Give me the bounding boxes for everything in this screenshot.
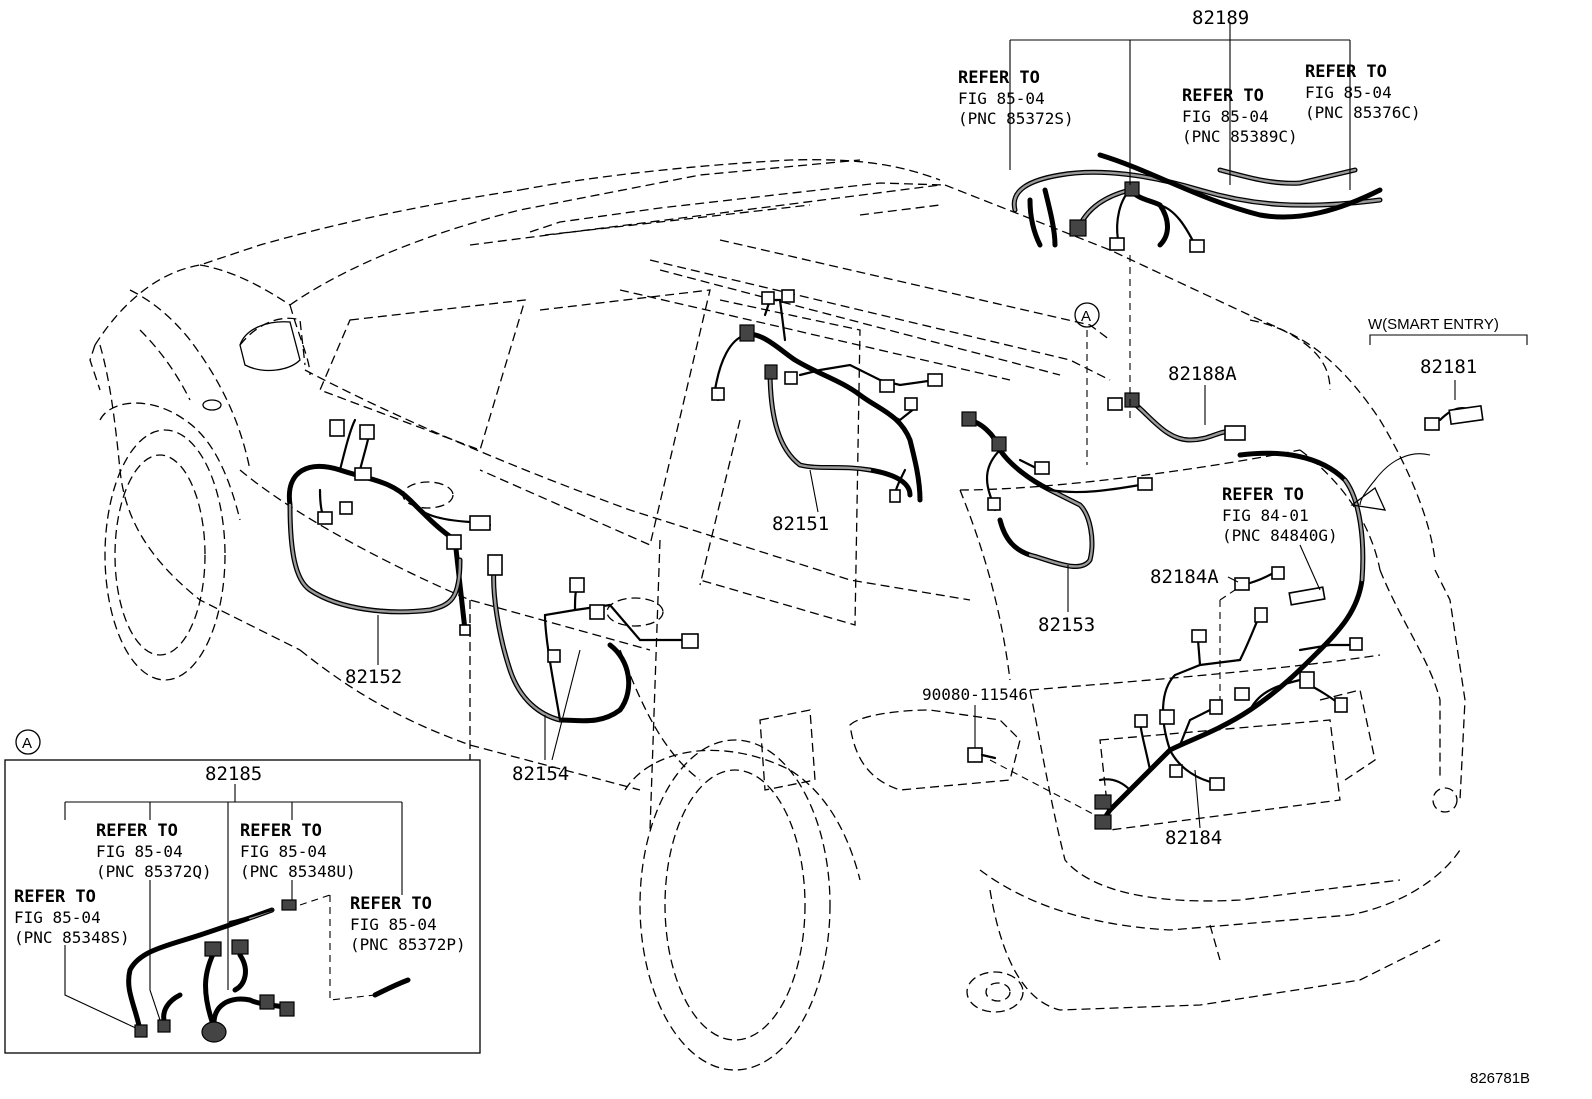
ref-pnc: (PNC 85376C) [1305, 103, 1421, 122]
callout-letter: A [1081, 308, 1091, 325]
ref-label: REFER TO [350, 894, 432, 914]
harness-82184 [1094, 450, 1366, 830]
ref-fig: FIG 84-01 [1222, 506, 1309, 525]
part-number-82184: 82184 [1165, 827, 1222, 849]
part-number-82185: 82185 [205, 763, 262, 785]
ref-fig: FIG 85-04 [240, 842, 327, 861]
ref-pnc: (PNC 85389C) [1182, 127, 1298, 146]
part-number-82184a: 82184A [1150, 566, 1219, 588]
part-number-82188a: 82188A [1168, 363, 1237, 385]
ref-label: REFER TO [1305, 62, 1387, 82]
inset-a: A [4, 729, 481, 1054]
part-number-82151: 82151 [772, 513, 829, 535]
ref-fig: FIG 85-04 [1182, 107, 1269, 126]
part-number-82152: 82152 [345, 666, 402, 688]
ref-fig: FIG 85-04 [14, 908, 101, 927]
part-number-82154: 82154 [512, 763, 569, 785]
harness-82184a [1234, 566, 1326, 606]
ref-pnc: (PNC 85372Q) [96, 862, 212, 881]
harness-82152 [286, 418, 492, 636]
ref-pnc: (PNC 85348U) [240, 862, 356, 881]
ref-pnc: (PNC 85372S) [958, 109, 1074, 128]
bolt-90080 [967, 747, 997, 763]
ref-fig: FIG 85-04 [96, 842, 183, 861]
harness-82188a [1107, 392, 1246, 443]
leader-lines [377, 22, 1528, 829]
ref-pnc: (PNC 85348S) [14, 928, 130, 947]
part-number-82153: 82153 [1038, 614, 1095, 636]
ref-label: REFER TO [96, 821, 178, 841]
ref-pnc: (PNC 84840G) [1222, 526, 1338, 545]
harness-82151 [711, 289, 943, 503]
part-number-82181: 82181 [1420, 356, 1477, 378]
ref-fig: FIG 85-04 [350, 915, 437, 934]
harness-82181 [1424, 404, 1484, 431]
harness-82153 [961, 411, 1153, 569]
ref-label: REFER TO [14, 887, 96, 907]
ref-fig: FIG 85-04 [958, 89, 1045, 108]
figure-code: 826781B [1470, 1070, 1530, 1087]
ref-label: REFER TO [1182, 86, 1264, 106]
part-number-90080: 90080-11546 [922, 685, 1028, 704]
ref-label: REFER TO [1222, 485, 1304, 505]
harness-82189 [1011, 152, 1383, 253]
ref-label: REFER TO [958, 68, 1040, 88]
smart-entry-label: W(SMART ENTRY) [1368, 316, 1499, 333]
ref-label: REFER TO [240, 821, 322, 841]
inset-callout-letter: A [22, 735, 32, 752]
ref-pnc: (PNC 85372P) [350, 935, 466, 954]
ref-fig: FIG 85-04 [1305, 83, 1392, 102]
harness-82154 [487, 554, 699, 724]
part-number-82189: 82189 [1192, 7, 1249, 29]
